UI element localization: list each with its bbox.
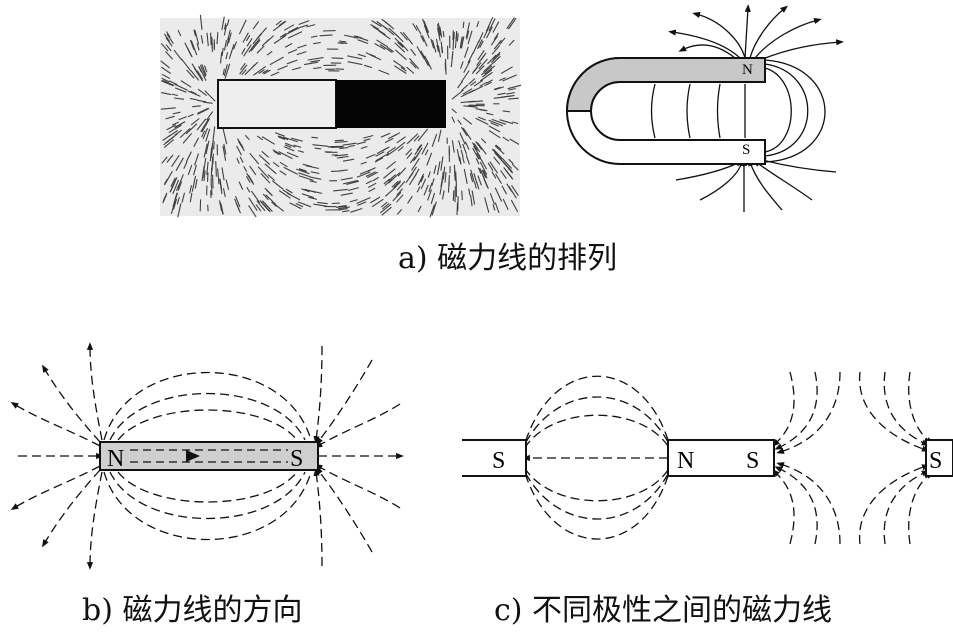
horseshoe-n-label: N	[742, 62, 753, 78]
iron-filing-mark	[335, 69, 344, 70]
iron-filing-mark	[211, 33, 212, 45]
iron-filing-mark	[453, 191, 454, 201]
caption-b: b) 磁力线的方向	[82, 596, 302, 626]
bar-b-n-label: N	[107, 446, 124, 472]
horseshoe-s-label: S	[742, 142, 750, 158]
iron-filing-mark	[335, 140, 344, 141]
bar-magnet-dark-half	[336, 80, 446, 128]
horseshoe-magnet-diagram: N S	[567, 8, 840, 212]
iron-filing-mark	[212, 146, 213, 153]
c-right-s-label: S	[929, 448, 942, 474]
iron-filing-mark	[456, 172, 457, 186]
bar-magnet-light-half	[218, 80, 336, 128]
iron-filing-mark	[331, 147, 343, 148]
caption-c: c) 不同极性之间的磁力线	[494, 596, 832, 626]
iron-filing-mark	[332, 58, 344, 59]
iron-filing-mark	[469, 105, 485, 106]
c-mid-s-label: S	[746, 448, 759, 474]
iron-filings-photo	[160, 15, 521, 218]
c-mid-n-label: N	[677, 448, 694, 474]
c-left-s-label: S	[492, 448, 505, 474]
iron-filing-mark	[214, 141, 215, 149]
iron-filing-mark	[446, 59, 447, 75]
caption-a: a) 磁力线的排列	[398, 244, 617, 274]
bar-b-s-label: S	[290, 446, 303, 472]
pole-interaction-diagram: S N S S	[462, 372, 953, 544]
iron-filing-mark	[462, 191, 463, 201]
iron-filing-mark	[449, 175, 450, 186]
iron-filing-mark	[208, 173, 209, 182]
iron-filing-mark	[216, 161, 217, 177]
bar-magnet-field-diagram: N S	[14, 346, 400, 566]
